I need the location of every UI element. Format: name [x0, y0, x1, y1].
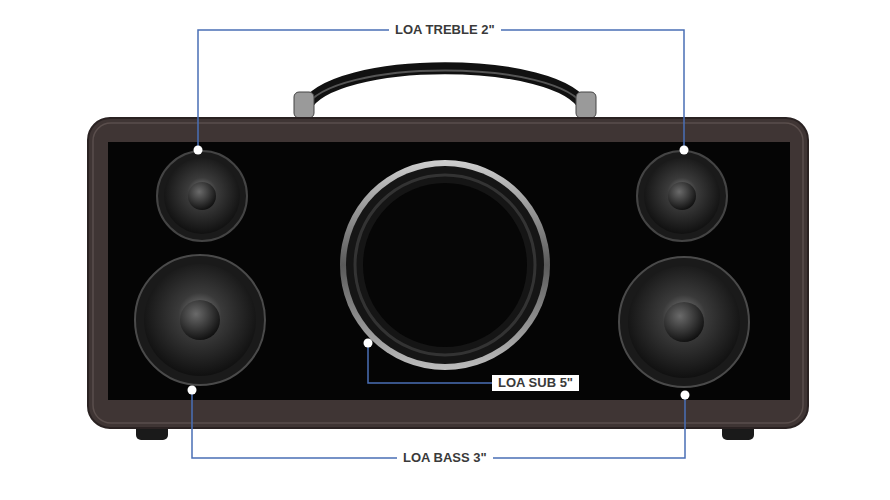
front-panel [108, 142, 790, 400]
leader-dots [188, 146, 690, 400]
treble-driver [157, 151, 247, 241]
bass-driver [135, 255, 265, 385]
carry-handle [294, 68, 596, 118]
speaker-housing [88, 118, 808, 428]
treble-driver [637, 151, 727, 241]
sub-driver [340, 160, 550, 370]
part-label: LOA SUB 5" [492, 375, 579, 391]
leader-lines [192, 30, 685, 458]
part-label: LOA BASS 3" [397, 450, 493, 466]
bass-driver [619, 257, 749, 387]
part-label: LOA TREBLE 2" [389, 22, 501, 38]
